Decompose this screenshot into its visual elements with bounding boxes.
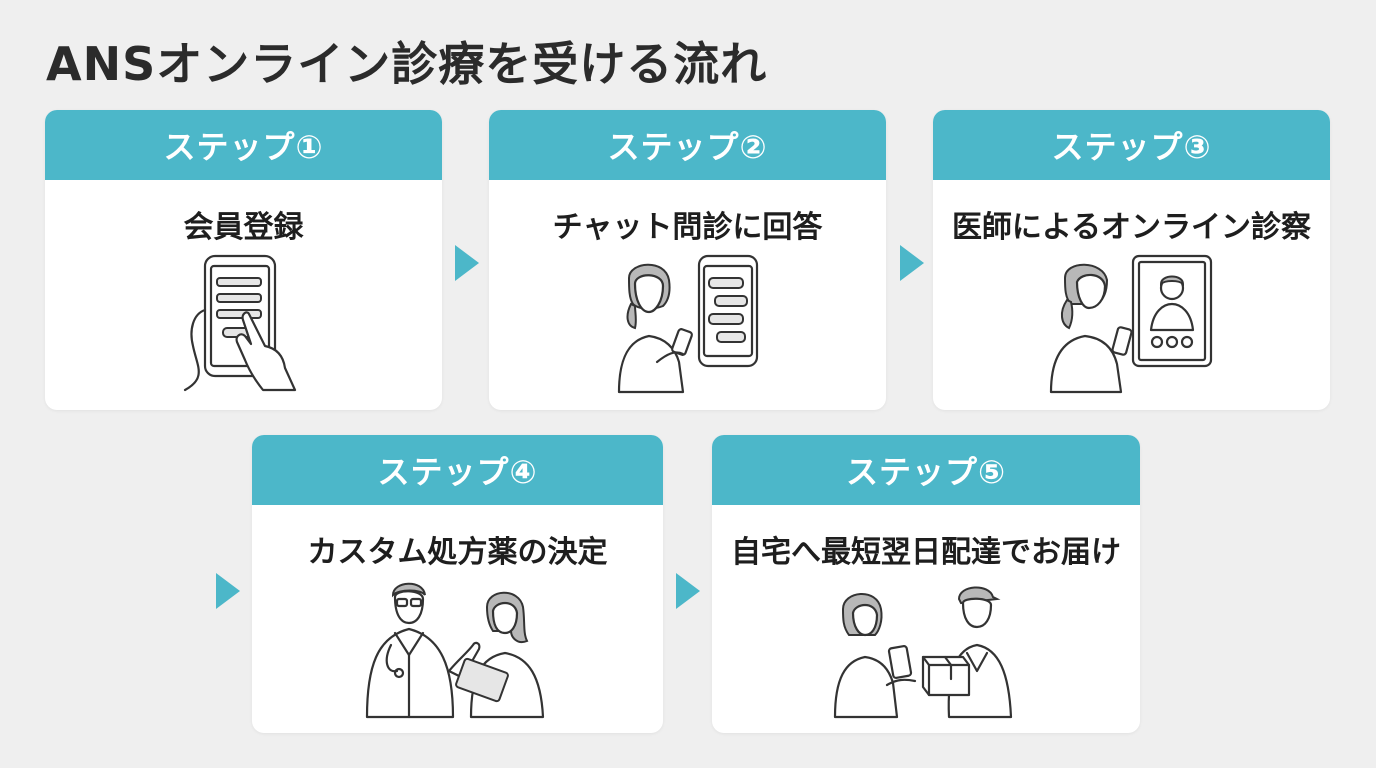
video-consultation-icon <box>1047 250 1217 396</box>
step-card-3: ステップ③ 医師によるオンライン診察 <box>933 110 1330 410</box>
home-delivery-icon <box>831 575 1021 721</box>
arrow-right-icon <box>455 245 479 281</box>
arrow-right-icon <box>216 573 240 609</box>
step-header-4: ステップ④ <box>252 435 663 505</box>
step-header-1: ステップ① <box>45 110 442 180</box>
step-header-5: ステップ⑤ <box>712 435 1140 505</box>
step-label-5: 自宅へ最短翌日配達でお届け <box>731 535 1121 570</box>
step-card-1: ステップ① 会員登録 <box>45 110 442 410</box>
step-card-4: ステップ④ カスタム処方薬の決定 <box>252 435 663 733</box>
arrow-right-icon <box>900 245 924 281</box>
doctor-prescription-icon <box>363 575 553 721</box>
step-header-2: ステップ② <box>489 110 886 180</box>
step-card-2: ステップ② チャット問診に回答 <box>489 110 886 410</box>
step-label-4: カスタム処方薬の決定 <box>307 535 608 570</box>
step-label-1: 会員登録 <box>183 210 304 245</box>
smartphone-registration-icon <box>179 250 309 396</box>
arrow-right-icon <box>676 573 700 609</box>
step-label-2: チャット問診に回答 <box>552 210 823 245</box>
step-card-5: ステップ⑤ 自宅へ最短翌日配達でお届け <box>712 435 1140 733</box>
page-title: ANSオンライン診療を受ける流れ <box>46 37 768 91</box>
step-header-3: ステップ③ <box>933 110 1330 180</box>
step-label-3: 医師によるオンライン診察 <box>951 210 1312 245</box>
chat-consultation-icon <box>613 250 763 396</box>
